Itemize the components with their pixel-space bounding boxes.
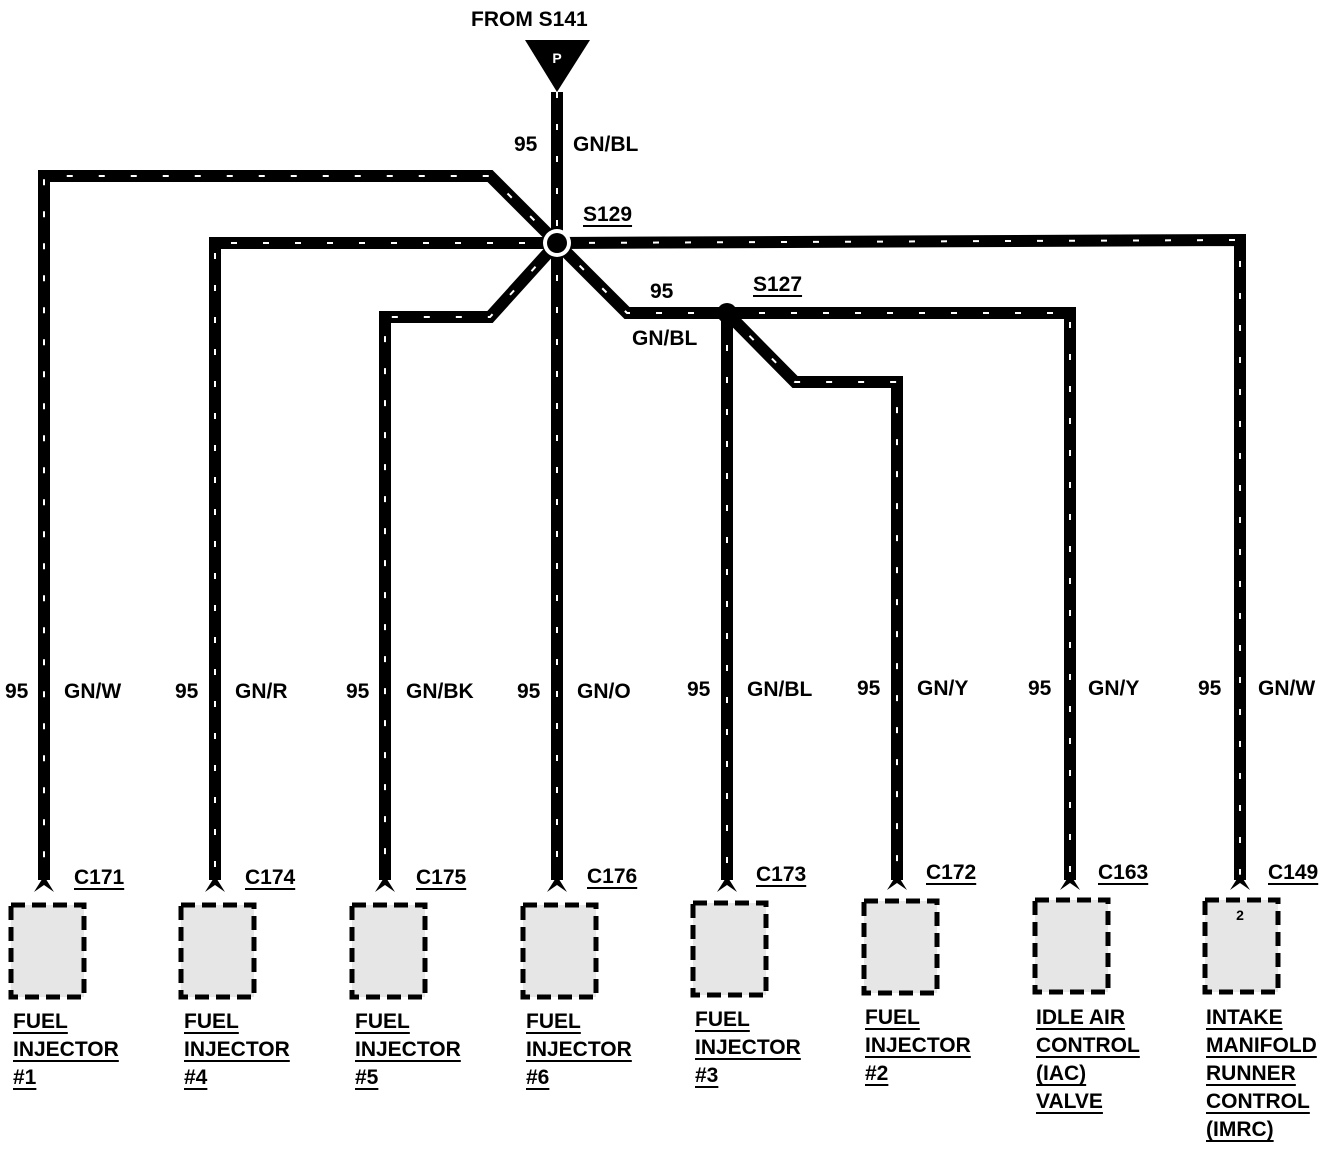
- fuel-injector-3-box: [690, 900, 769, 998]
- branch-color-5: GN/BK: [406, 680, 474, 703]
- branch-circuit-1: 95: [5, 680, 29, 703]
- source-label: FROM S141: [471, 8, 588, 31]
- connector-c149: C149: [1268, 861, 1319, 884]
- branch-color-1: GN/W: [64, 680, 122, 703]
- branch-circuit-3: 95: [687, 678, 711, 701]
- connector-c175: C175: [416, 866, 467, 889]
- component-label-fuel-injector-3: FUEL INJECTOR #3: [695, 1008, 801, 1087]
- splice-s129: [543, 229, 571, 257]
- connector-c176: C176: [587, 865, 638, 888]
- component-label-fuel-injector-2: FUEL INJECTOR #2: [865, 1006, 971, 1085]
- connector-c171: C171: [74, 866, 125, 889]
- connector-c163: C163: [1098, 861, 1149, 884]
- fuel-injector-2-box: [861, 898, 940, 996]
- branch-color-imrc: GN/W: [1258, 677, 1316, 700]
- branch-circuit-5: 95: [346, 680, 370, 703]
- splice-s127: [717, 303, 737, 323]
- branch-circuit-imrc: 95: [1198, 677, 1222, 700]
- branch-color-2: GN/Y: [917, 677, 969, 700]
- source-connector-p: P: [525, 40, 590, 92]
- wire-imrc: [556, 233, 1246, 880]
- feed-circuit-number: 95: [514, 133, 538, 156]
- fuel-injector-5-box: [349, 902, 428, 1000]
- component-label-fuel-injector-5: FUEL INJECTOR #5: [355, 1010, 461, 1089]
- iac-valve-box: [1032, 897, 1111, 995]
- fuel-injector-4-box: [178, 902, 257, 1000]
- connector-c174: C174: [245, 866, 296, 889]
- branch-circuit-6: 95: [517, 680, 541, 703]
- branch-circuit-4: 95: [175, 680, 199, 703]
- wire-s129-to-s127: [552, 238, 727, 319]
- splice-s127-label: S127: [753, 273, 803, 296]
- component-label-fuel-injector-4: FUEL INJECTOR #4: [184, 1010, 290, 1089]
- imrc-pin-number: 2: [1236, 907, 1244, 923]
- branch-color-3: GN/BL: [747, 678, 813, 701]
- component-label-iac-valve: IDLE AIR CONTROL (IAC) VALVE: [1036, 1006, 1140, 1113]
- feed-wire-color: GN/BL: [573, 133, 639, 156]
- wire-injector-4: [209, 237, 557, 880]
- component-label-fuel-injector-6: FUEL INJECTOR #6: [526, 1010, 632, 1089]
- wire-iac-valve: [727, 307, 1076, 880]
- component-label-fuel-injector-1: FUEL INJECTOR #1: [13, 1010, 119, 1089]
- source-connector-letter: P: [552, 50, 561, 66]
- wire-injector-1: [38, 170, 562, 880]
- wire-injector-2: [722, 308, 903, 880]
- connector-c173: C173: [756, 863, 807, 886]
- fuel-injector-6-box: [520, 902, 599, 1000]
- wire-injector-5: [379, 238, 562, 880]
- s127-feed-circuit: 95: [650, 280, 674, 303]
- imrc-box: [1202, 897, 1281, 995]
- s127-feed-color: GN/BL: [632, 327, 698, 350]
- branch-circuit-2: 95: [857, 677, 881, 700]
- component-boxes: [8, 897, 1281, 1000]
- connector-c172: C172: [926, 861, 977, 884]
- branch-color-iac: GN/Y: [1088, 677, 1140, 700]
- branch-circuit-iac: 95: [1028, 677, 1052, 700]
- component-label-imrc: INTAKE MANIFOLD RUNNER CONTROL (IMRC): [1206, 1006, 1317, 1141]
- splice-s129-label: S129: [583, 203, 633, 226]
- branch-color-4: GN/R: [235, 680, 288, 703]
- connector-terminals: [34, 874, 1250, 892]
- fuel-injector-1-box: [8, 902, 87, 1000]
- branch-color-6: GN/O: [577, 680, 631, 703]
